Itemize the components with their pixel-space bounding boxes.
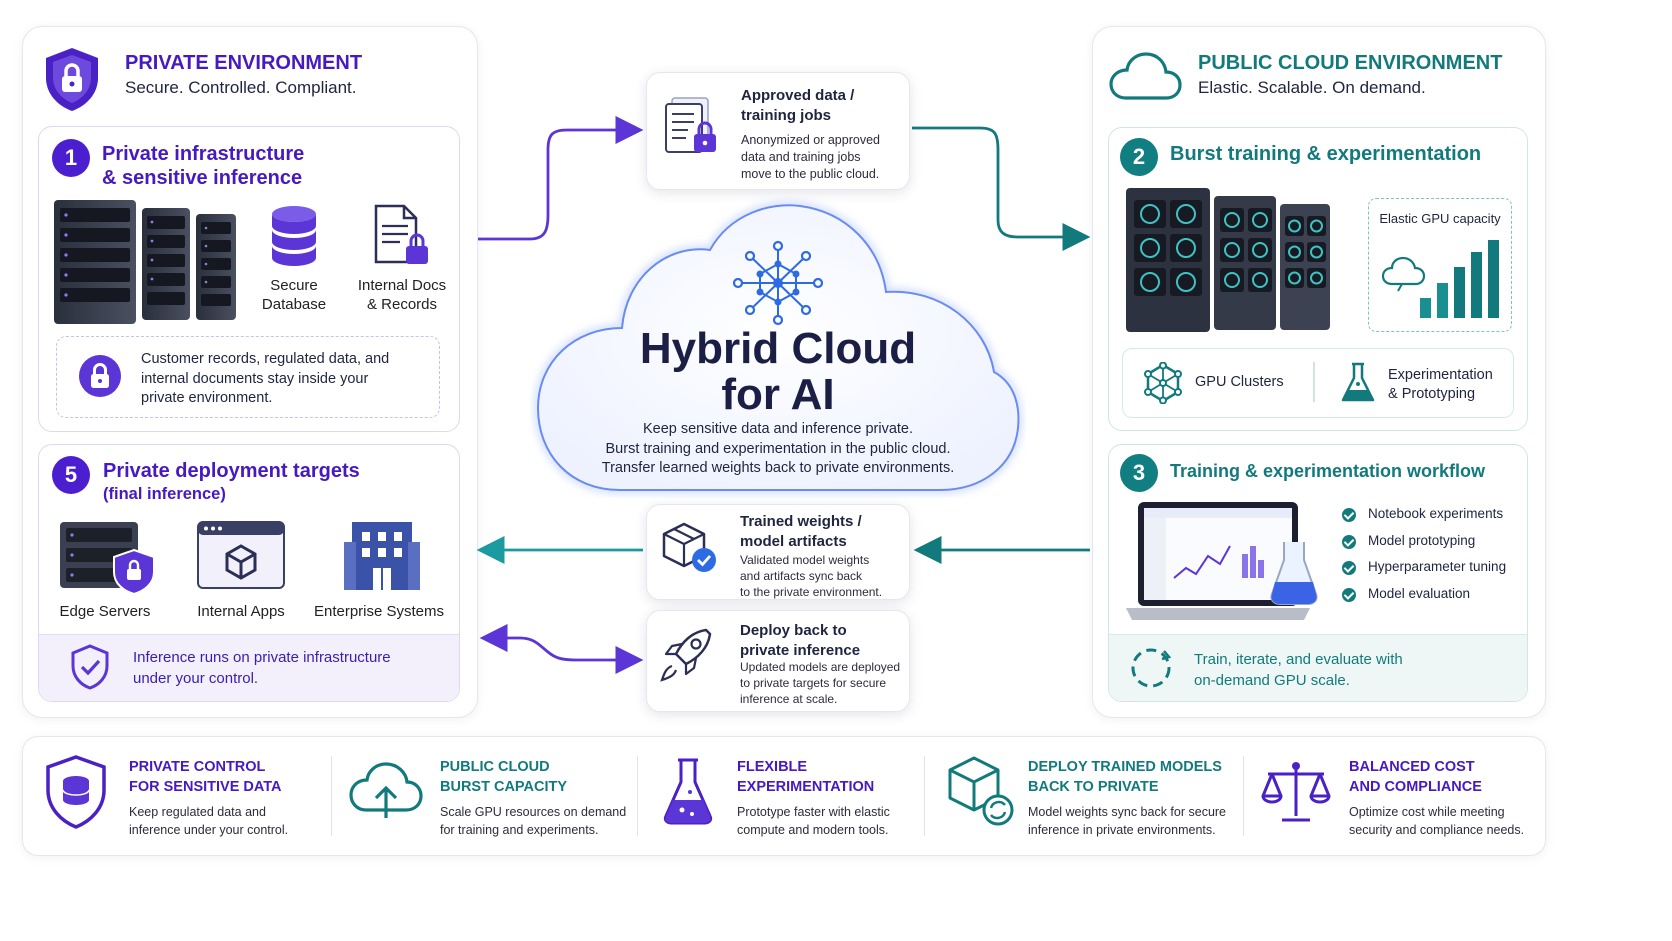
section-1-note: Customer records, regulated data, and in…	[141, 351, 390, 406]
enterprise-systems-label: Enterprise Systems	[313, 603, 445, 620]
private-env-subtitle: Secure. Controlled. Compliant.	[125, 78, 357, 97]
benefit-5-description: Optimize cost while meeting security and…	[1349, 805, 1525, 837]
checklist-item: Hyperparameter tuning	[1342, 559, 1522, 579]
step-number-1: 1	[52, 139, 90, 177]
checklist-item: Model prototyping	[1342, 533, 1522, 553]
check-icon	[1342, 508, 1356, 522]
elastic-gpu-capacity-label: Elastic GPU capacity	[1379, 211, 1501, 226]
shield-check-icon	[71, 644, 109, 690]
section-5-subtitle: (final inference)	[103, 485, 226, 503]
deploy-back-title: Deploy back to private inference	[740, 622, 861, 659]
trained-weights-title: Trained weights / model artifacts	[740, 513, 862, 550]
internal-apps-label: Internal Apps	[197, 603, 285, 620]
section-5-note-box	[39, 634, 459, 701]
gpu-capacity-bar	[1420, 298, 1431, 318]
check-icon	[1342, 561, 1356, 575]
section-2-items-box	[1122, 348, 1514, 418]
benefit-5-title: BALANCED COST AND COMPLIANCE	[1349, 759, 1482, 795]
neural-network-icon	[732, 240, 824, 326]
database-icon	[272, 206, 316, 266]
benefits-bar	[22, 736, 1546, 856]
section-3-note-box	[1109, 634, 1527, 701]
benefit-2-title: PUBLIC CLOUD BURST CAPACITY	[440, 759, 568, 795]
section-2-title: Burst training & experimentation	[1170, 143, 1482, 165]
document-lock-icon	[374, 204, 428, 264]
server-racks-icon	[54, 200, 236, 324]
section-1-title-line1: Private infrastructure	[102, 143, 305, 165]
elastic-gpu-capacity-box	[1368, 198, 1512, 332]
trained-weights-description: Validated model weights and artifacts sy…	[740, 553, 883, 599]
iterate-cycle-icon	[1131, 648, 1172, 688]
section-5-title: Private deployment targets	[103, 460, 360, 482]
enterprise-building-icon	[344, 522, 420, 590]
hybrid-cloud-shape	[533, 201, 1023, 494]
section-1-title-line2: & sensitive inference	[102, 167, 303, 189]
benefit-3-title: FLEXIBLE EXPERIMENTATION	[737, 759, 875, 795]
private-env-title: PRIVATE ENVIRONMENT	[125, 52, 363, 74]
section-5-note: Inference runs on private infrastructure…	[133, 649, 391, 687]
public-env-title: PUBLIC CLOUD ENVIRONMENT	[1198, 52, 1503, 74]
small-cloud-icon	[1381, 256, 1426, 292]
step-number-5: 5	[52, 456, 90, 494]
internal-docs-label: Internal Docs & Records	[357, 277, 447, 313]
benefit-1-description: Keep regulated data and inference under …	[129, 805, 289, 837]
gpu-server-racks-icon	[1126, 188, 1330, 332]
items-divider	[1313, 362, 1315, 402]
shield-database-icon	[46, 755, 106, 829]
check-icon	[1342, 535, 1356, 549]
gpu-capacity-bar	[1488, 240, 1499, 318]
gpu-capacity-bars	[1420, 240, 1499, 318]
hybrid-cloud-title-line1: Hybrid Cloud	[639, 324, 917, 373]
approved-data-title: Approved data / training jobs	[741, 87, 855, 124]
gpu-clusters-label: GPU Clusters	[1195, 374, 1284, 390]
benefit-divider	[924, 756, 925, 836]
cloud-upload-icon	[349, 762, 423, 818]
gpu-cluster-icon	[1144, 362, 1182, 404]
section-3-note: Train, iterate, and evaluate with on-dem…	[1194, 651, 1403, 689]
document-lock-icon	[665, 97, 716, 153]
experimentation-label: Experimentation & Prototyping	[1388, 367, 1493, 402]
deploy-back-description: Updated models are deployed to private t…	[740, 660, 901, 706]
shield-lock-icon	[46, 48, 98, 111]
gpu-capacity-bar	[1471, 252, 1482, 318]
section-3-title: Training & experimentation workflow	[1170, 461, 1486, 481]
cube-sync-icon	[948, 756, 1014, 826]
approved-data-description: Anonymized or approved data and training…	[741, 133, 880, 181]
cloud-outline-icon	[1109, 52, 1182, 100]
benefit-2-description: Scale GPU resources on demand for traini…	[440, 805, 627, 837]
benefit-divider	[637, 756, 638, 836]
benefit-1-title: PRIVATE CONTROL FOR SENSITIVE DATA	[129, 759, 282, 795]
benefit-divider	[1243, 756, 1244, 836]
checklist-item: Model evaluation	[1342, 586, 1522, 606]
rocket-icon	[660, 628, 712, 682]
checklist-item: Notebook experiments	[1342, 506, 1522, 526]
lock-icon	[79, 355, 121, 397]
internal-app-window-icon	[197, 521, 285, 589]
flask-icon	[663, 758, 713, 825]
step-number-3: 3	[1120, 454, 1158, 492]
benefit-divider	[331, 756, 332, 836]
hybrid-cloud-title-line2: for AI	[721, 370, 835, 419]
public-env-subtitle: Elastic. Scalable. On demand.	[1198, 78, 1426, 97]
check-icon	[1342, 588, 1356, 602]
laptop-chart-icon	[1126, 502, 1318, 620]
edge-servers-label: Edge Servers	[59, 603, 151, 620]
section-1-note-box	[56, 336, 440, 418]
edge-server-shield-icon	[60, 522, 155, 596]
hybrid-cloud-description: Keep sensitive data and inference privat…	[601, 421, 955, 476]
package-check-icon	[662, 522, 716, 572]
benefit-4-title: DEPLOY TRAINED MODELS BACK TO PRIVATE	[1028, 759, 1222, 795]
beaker-icon	[1341, 362, 1375, 402]
benefit-3-description: Prototype faster with elastic compute an…	[737, 805, 890, 837]
step-number-2: 2	[1120, 138, 1158, 176]
gpu-capacity-bar	[1437, 283, 1448, 318]
gpu-capacity-bar	[1454, 267, 1465, 318]
secure-database-label: Secure Database	[261, 277, 327, 313]
scales-icon	[1261, 762, 1331, 822]
benefit-4-description: Model weights sync back for secure infer…	[1028, 805, 1227, 837]
